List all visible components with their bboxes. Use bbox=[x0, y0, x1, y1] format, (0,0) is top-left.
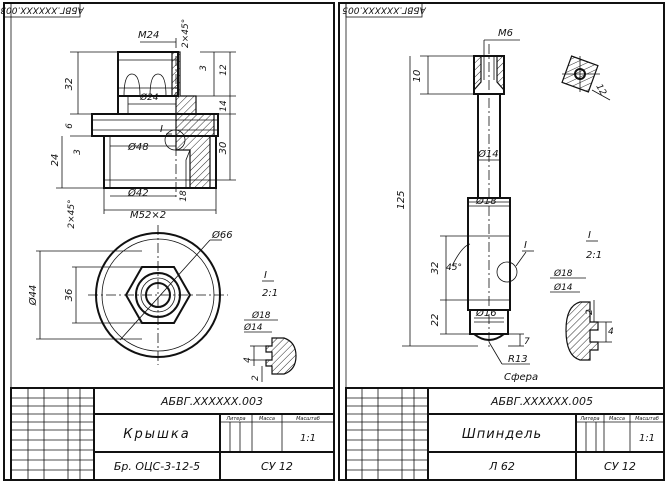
dim-dd2: 2 bbox=[585, 309, 595, 315]
material-right: Л 62 bbox=[488, 460, 515, 473]
corner-code-box-left bbox=[3, 2, 81, 18]
dim-r14: 14 bbox=[219, 100, 229, 112]
scale-right: 1:1 bbox=[639, 433, 655, 444]
spindle-view: I M6 10 125 Ø14 Ø18 32 45° bbox=[396, 28, 538, 383]
col-mass-right: Масса bbox=[609, 416, 625, 422]
dim-detail-2: 2 bbox=[251, 375, 261, 381]
dim-detail-d14: Ø14 bbox=[243, 322, 263, 333]
detail-scale-right: 2:1 bbox=[586, 250, 602, 261]
org-left: СУ 12 bbox=[261, 460, 293, 473]
dim-h22: 22 bbox=[430, 314, 441, 327]
sheet-left-border bbox=[3, 2, 335, 481]
dim-r30: 30 bbox=[218, 142, 229, 155]
view-mark-left: I bbox=[160, 124, 163, 135]
dim-h125: 125 bbox=[396, 190, 407, 209]
dim-dd18: Ø18 bbox=[553, 268, 573, 279]
sheet-left: АБВГ.XXXXXX.003 bbox=[0, 2, 335, 481]
col-mass-left: Масса bbox=[259, 416, 275, 422]
col-litera-right: Литера bbox=[579, 416, 599, 422]
detail-mark-left: I bbox=[264, 270, 267, 281]
dim-d24: Ø24 bbox=[139, 92, 159, 103]
title-block-right: АБВГ.XXXXXX.005 Шпиндель Л 62 Литера Мас… bbox=[345, 387, 665, 481]
detail-scale-left: 2:1 bbox=[262, 288, 278, 299]
label-sphere: Сфера bbox=[504, 372, 538, 383]
material-left: Бр. ОЦС-3-12-5 bbox=[114, 460, 200, 473]
dim-chamfer-top: 2×45° bbox=[181, 19, 191, 48]
dim-h32: 32 bbox=[64, 78, 75, 91]
doc-code-left: АБВГ.XXXXXX.003 bbox=[160, 395, 263, 408]
org-right: СУ 12 bbox=[604, 460, 636, 473]
dim-h24: 24 bbox=[50, 154, 61, 167]
dim-dd4: 4 bbox=[608, 327, 614, 337]
view-mark-right: I bbox=[524, 240, 527, 251]
dim-r12: 12 bbox=[219, 64, 229, 76]
dim-d18: Ø18 bbox=[475, 195, 497, 207]
col-litera-left: Литера bbox=[225, 416, 245, 422]
corner-code-box-right bbox=[345, 2, 423, 18]
dim-h10: 10 bbox=[412, 70, 423, 83]
dim-m6: M6 bbox=[498, 28, 513, 39]
corner-code-left: АБВГ.XXXXXX.003 bbox=[0, 5, 85, 15]
dim-detail-d18: Ø18 bbox=[251, 310, 271, 321]
corner-code-right: АБВГ.XXXXXX.005 bbox=[342, 5, 427, 15]
scale-left: 1:1 bbox=[300, 433, 316, 444]
part-name-left: Крышка bbox=[123, 427, 190, 442]
detail-mark-right: I bbox=[588, 230, 591, 241]
dim-detail-4: 4 bbox=[243, 357, 253, 363]
dim-r13: R13 bbox=[508, 354, 528, 365]
dim-chamfer-bot: 2×45° bbox=[67, 199, 77, 228]
dim-d16: Ø16 bbox=[475, 307, 497, 319]
spindle-square-section: 12 bbox=[561, 55, 611, 101]
dim-h7: 7 bbox=[524, 337, 530, 347]
cover-main-view: I M24 2×45° Ø24 32 6 3 24 2×45° Ø48 Ø42 bbox=[50, 19, 236, 229]
dim-d48: Ø48 bbox=[127, 141, 149, 153]
col-scale-right: Масштаб bbox=[635, 416, 659, 422]
dim-h3-left: 3 bbox=[73, 149, 83, 155]
spindle-detail-view: I 2:1 Ø18 Ø14 4 2 bbox=[550, 230, 614, 361]
col-scale-left: Масштаб bbox=[296, 416, 320, 422]
cover-top-view: Ø66 Ø44 36 bbox=[27, 225, 233, 365]
title-block-left: АБВГ.XXXXXX.003 Крышка Бр. ОЦС-3-12-5 Ли… bbox=[10, 387, 335, 481]
dim-d44: Ø44 bbox=[27, 285, 39, 307]
cover-detail-view: I 2:1 Ø18 Ø14 4 2 bbox=[243, 270, 297, 382]
dim-m52: M52×2 bbox=[130, 210, 166, 221]
doc-code-right: АБВГ.XXXXXX.005 bbox=[490, 395, 593, 408]
dim-dd14: Ø14 bbox=[553, 282, 573, 293]
part-name-right: Шпиндель bbox=[462, 427, 542, 442]
dim-r18: 18 bbox=[179, 190, 189, 202]
dim-h6: 6 bbox=[65, 123, 75, 129]
sheet-right: АБВГ.XXXXXX.005 I bbox=[338, 2, 665, 481]
dim-angle: 45° bbox=[446, 263, 462, 273]
dim-h32-right: 32 bbox=[430, 262, 441, 275]
dim-d66: Ø66 bbox=[211, 229, 233, 241]
dim-d42: Ø42 bbox=[127, 187, 149, 199]
dim-d14: Ø14 bbox=[477, 148, 499, 160]
dim-d36: 36 bbox=[64, 289, 75, 302]
dim-r3: 3 bbox=[199, 65, 209, 71]
dim-m24: M24 bbox=[138, 30, 159, 41]
dim-sq12: 12 bbox=[593, 83, 608, 98]
